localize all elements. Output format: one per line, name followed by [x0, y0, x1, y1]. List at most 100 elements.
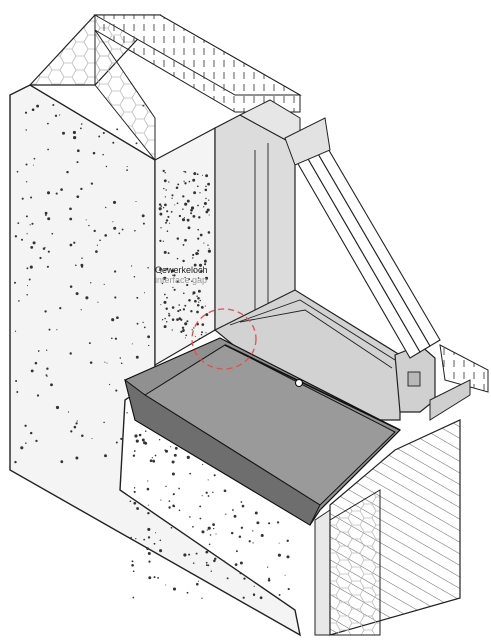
aggregate-speck: [205, 174, 209, 178]
aggregate-speck: [114, 337, 118, 340]
aggregate-speck: [164, 449, 169, 453]
aggregate-speck: [205, 197, 207, 200]
aggregate-speck: [69, 243, 73, 247]
aggregate-speck: [16, 391, 19, 393]
aggregate-speck: [209, 534, 212, 536]
aggregate-speck: [195, 552, 198, 555]
aggregate-speck: [167, 252, 170, 255]
aggregate-speck: [37, 350, 40, 352]
aggregate-speck: [72, 130, 76, 135]
aggregate-speck: [203, 259, 207, 263]
aggregate-speck: [277, 553, 281, 557]
aggregate-speck: [190, 212, 193, 215]
aggregate-speck: [191, 280, 193, 283]
aggregate-speck: [168, 312, 170, 315]
aggregate-speck: [165, 485, 167, 488]
aggregate-speck: [160, 304, 162, 306]
aggregate-speck: [44, 310, 47, 313]
aggregate-speck: [254, 511, 258, 515]
aggregate-speck: [112, 141, 115, 144]
aggregate-speck: [183, 553, 187, 557]
aggregate-speck: [185, 334, 188, 337]
aggregate-speck: [260, 533, 264, 538]
aggregate-speck: [226, 577, 229, 580]
aggregate-speck: [201, 323, 205, 326]
aggregate-speck: [47, 250, 50, 253]
aggregate-speck: [207, 244, 209, 246]
aggregate-speck: [183, 216, 185, 219]
aggregate-speck: [205, 564, 208, 566]
aggregate-speck: [112, 200, 117, 204]
aggregate-speck: [115, 389, 118, 392]
aggregate-speck: [135, 142, 138, 145]
aggregate-speck: [42, 247, 46, 250]
aggregate-speck: [136, 322, 139, 325]
aggregate-speck: [29, 265, 33, 269]
aggregate-speck: [205, 491, 208, 494]
aggregate-speck: [192, 178, 196, 182]
aggregate-speck: [175, 186, 179, 190]
concrete-aggregate-texture: [14, 104, 291, 600]
aggregate-speck: [47, 122, 49, 125]
aggregate-speck: [256, 521, 260, 525]
aggregate-speck: [194, 335, 196, 337]
aggregate-speck: [189, 516, 191, 518]
aggregate-speck: [31, 222, 34, 225]
aggregate-speck: [233, 514, 237, 518]
aggregate-speck: [30, 369, 34, 373]
aggregate-speck: [80, 187, 83, 191]
aggregate-speck: [192, 525, 194, 528]
aggregate-speck: [142, 321, 144, 324]
aggregate-speck: [69, 207, 72, 211]
aggregate-speck: [89, 361, 93, 364]
aggregate-speck: [30, 245, 34, 249]
aggregate-speck: [144, 430, 147, 432]
aggregate-speck: [81, 434, 84, 438]
aggregate-speck: [80, 127, 82, 130]
aggregate-speck: [214, 557, 217, 561]
concrete-wall: [9, 84, 331, 637]
aggregate-speck: [238, 535, 242, 539]
aggregate-speck: [223, 560, 225, 563]
aggregate-speck: [188, 553, 191, 556]
aggregate-speck: [180, 318, 183, 321]
aggregate-speck: [159, 549, 163, 553]
aggregate-speck: [192, 293, 194, 295]
aggregate-speck: [135, 200, 137, 203]
aggregate-speck: [176, 280, 179, 284]
aggregate-speck: [177, 183, 180, 186]
aggregate-speck: [174, 446, 178, 450]
aggregate-speck: [199, 192, 201, 194]
aggregate-speck: [190, 208, 193, 212]
aggregate-speck: [253, 594, 256, 597]
aggregate-speck: [197, 289, 201, 293]
aggregate-speck: [207, 526, 211, 530]
drain-screw-icon: [294, 378, 304, 388]
aggregate-speck: [21, 197, 24, 200]
aggregate-speck: [143, 538, 146, 541]
aggregate-speck: [196, 304, 200, 307]
aggregate-speck: [171, 269, 175, 273]
aggregate-speck: [172, 493, 175, 496]
aggregate-speck: [105, 165, 108, 168]
aggregate-speck: [46, 367, 49, 370]
aggregate-speck: [121, 228, 124, 231]
aggregate-speck: [162, 240, 165, 242]
aggregate-speck: [25, 442, 27, 444]
aggregate-speck: [199, 233, 203, 237]
aggregate-speck: [171, 460, 175, 464]
aggregate-speck: [168, 500, 171, 502]
aggregate-speck: [103, 283, 105, 285]
aggregate-speck: [176, 257, 179, 260]
aggregate-speck: [206, 529, 208, 531]
aggregate-speck: [44, 246, 46, 248]
aggregate-speck: [46, 265, 49, 268]
aggregate-speck: [240, 501, 243, 503]
aggregate-speck: [201, 495, 203, 497]
aggregate-speck: [178, 509, 181, 512]
aggregate-speck: [173, 288, 176, 291]
aggregate-speck: [178, 214, 182, 218]
aggregate-speck: [133, 501, 137, 505]
aggregate-speck: [200, 269, 203, 273]
